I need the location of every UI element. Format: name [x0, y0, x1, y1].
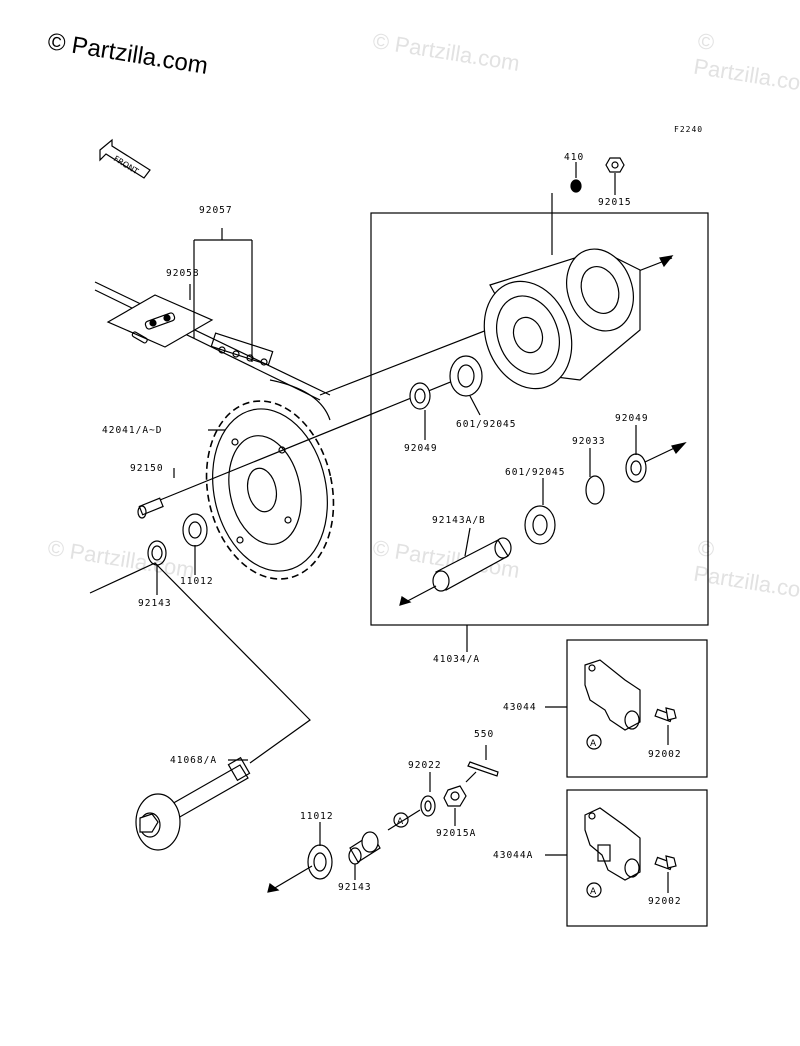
part-label-11012: 11012: [180, 576, 214, 587]
bearing-601-92045-mid: [524, 505, 556, 545]
svg-text:A: A: [590, 887, 597, 897]
collar-92143-bottom: [348, 831, 381, 865]
cotter-pin-550: [467, 761, 499, 777]
caliper-bracket-43044a: [584, 807, 677, 881]
seal-92049-right: [625, 453, 647, 483]
rear-axle: [135, 756, 251, 851]
part-label-92002-bottom: 92002: [648, 896, 682, 907]
part-label-11012-bottom: 11012: [300, 811, 334, 822]
figure-code: F2240: [674, 125, 704, 134]
part-label-92049-right: 92049: [615, 413, 649, 424]
collar-92143: [147, 540, 167, 566]
caliper-bracket-a-frame: [566, 789, 708, 927]
callout-a-marker: A: [586, 882, 602, 898]
circlip-92033: [585, 475, 605, 505]
collar-92143a-b: [432, 537, 512, 592]
callout-a-marker: A: [586, 734, 602, 750]
part-label-92057: 92057: [199, 205, 233, 216]
part-label-41034: 41034/A: [433, 654, 481, 665]
washer-11012: [182, 513, 208, 547]
part-label-92033: 92033: [572, 436, 606, 447]
part-label-92143: 92143: [138, 598, 172, 609]
seal-92049-top: [409, 382, 431, 410]
washer-92022: [420, 795, 436, 817]
svg-text:A: A: [590, 739, 597, 749]
part-label-92049: 92049: [404, 443, 438, 454]
front-arrow-icon: FRONT: [99, 138, 151, 179]
part-label-92002: 92002: [648, 749, 682, 760]
bolt-92150: [137, 497, 164, 519]
part-label-43044a: 43044A: [493, 850, 534, 861]
drive-chain: [94, 281, 331, 421]
master-link: [106, 294, 214, 348]
part-label-550: 550: [474, 729, 495, 740]
part-label-42041: 42041/A~D: [102, 425, 163, 436]
nut-92015: [605, 157, 625, 173]
part-label-92143-bottom: 92143: [338, 882, 372, 893]
part-label-92022: 92022: [408, 760, 442, 771]
part-label-92015: 92015: [598, 197, 632, 208]
part-label-92058: 92058: [166, 268, 200, 279]
rear-hub: [483, 248, 641, 390]
part-label-92143a-b: 92143A/B: [432, 515, 486, 526]
part-label-92150: 92150: [130, 463, 164, 474]
washer-11012-bottom: [307, 844, 333, 880]
bearing-601-92045-top: [449, 355, 483, 397]
part-label-410: 410: [564, 152, 585, 163]
callout-a-marker: A: [393, 812, 409, 828]
fitting-410: [570, 179, 582, 193]
part-label-601-92045: 601/92045: [456, 419, 517, 430]
hub-assembly-frame: [370, 212, 709, 626]
caliper-bracket-43044: [584, 659, 677, 731]
caliper-bracket-frame: [566, 639, 708, 778]
nut-92015a: [443, 785, 467, 807]
rear-sprocket: [205, 400, 335, 580]
part-label-43044: 43044: [503, 702, 537, 713]
part-label-601-92045-mid: 601/92045: [505, 467, 566, 478]
svg-text:A: A: [397, 817, 404, 827]
part-label-41068: 41068/A: [170, 755, 218, 766]
part-label-92015a: 92015A: [436, 828, 477, 839]
